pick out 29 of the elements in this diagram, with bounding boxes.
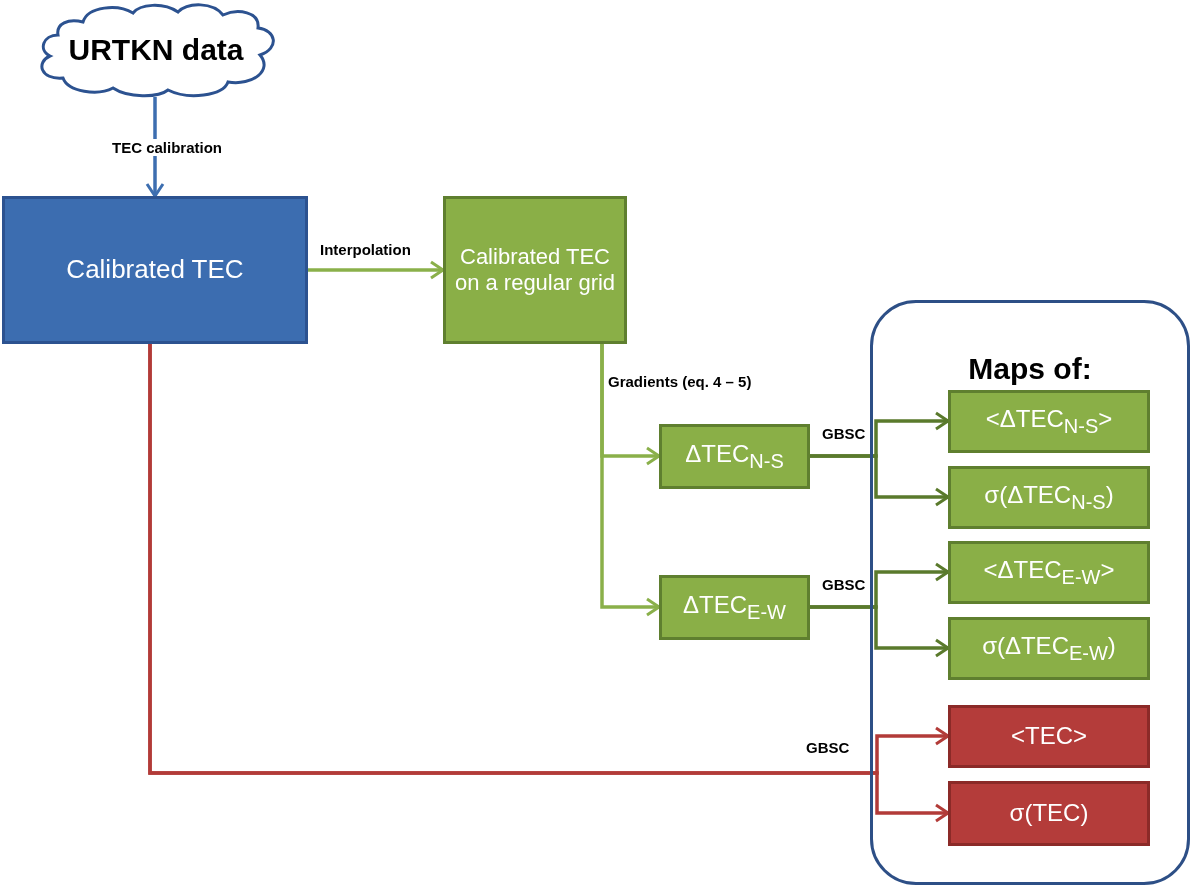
node-label: σ(ΔTEC$_{E-W}$) xyxy=(982,632,1116,665)
output-box xyxy=(948,541,1150,604)
node-label: <TEC> xyxy=(1011,722,1087,751)
panel-heading: Maps of: xyxy=(968,351,1092,387)
process-box xyxy=(2,196,308,344)
output-box xyxy=(948,781,1150,846)
node-label: Calibrated TEC on a regular grid xyxy=(453,243,617,297)
process-box xyxy=(443,196,627,344)
node-label: <ΔTEC$_{E-W}$> xyxy=(983,556,1115,589)
node-label: σ(TEC) xyxy=(1009,799,1089,828)
arrow xyxy=(810,454,950,507)
output-box xyxy=(948,390,1150,453)
arrow xyxy=(600,344,661,617)
group-panel xyxy=(870,300,1190,885)
process-box xyxy=(659,424,810,489)
node-label: σ(ΔTEC$_{N-S}$) xyxy=(984,481,1114,514)
node-label: <ΔTEC$_{N-S}$> xyxy=(985,405,1113,438)
process-box xyxy=(659,575,810,640)
arrow xyxy=(308,260,445,280)
node-label: ΔTEC$_{N-S}$ xyxy=(685,440,784,473)
node-label: URTKN data xyxy=(68,32,244,68)
edge-label: Interpolation xyxy=(318,241,413,258)
output-box xyxy=(948,705,1150,768)
output-box xyxy=(948,617,1150,680)
node-label: Calibrated TEC xyxy=(66,254,244,286)
arrow xyxy=(810,605,950,658)
edge-label: Gradients (eq. 4 – 5) xyxy=(606,373,754,390)
output-box xyxy=(948,466,1150,529)
node-label: ΔTEC$_{E-W}$ xyxy=(683,591,786,624)
